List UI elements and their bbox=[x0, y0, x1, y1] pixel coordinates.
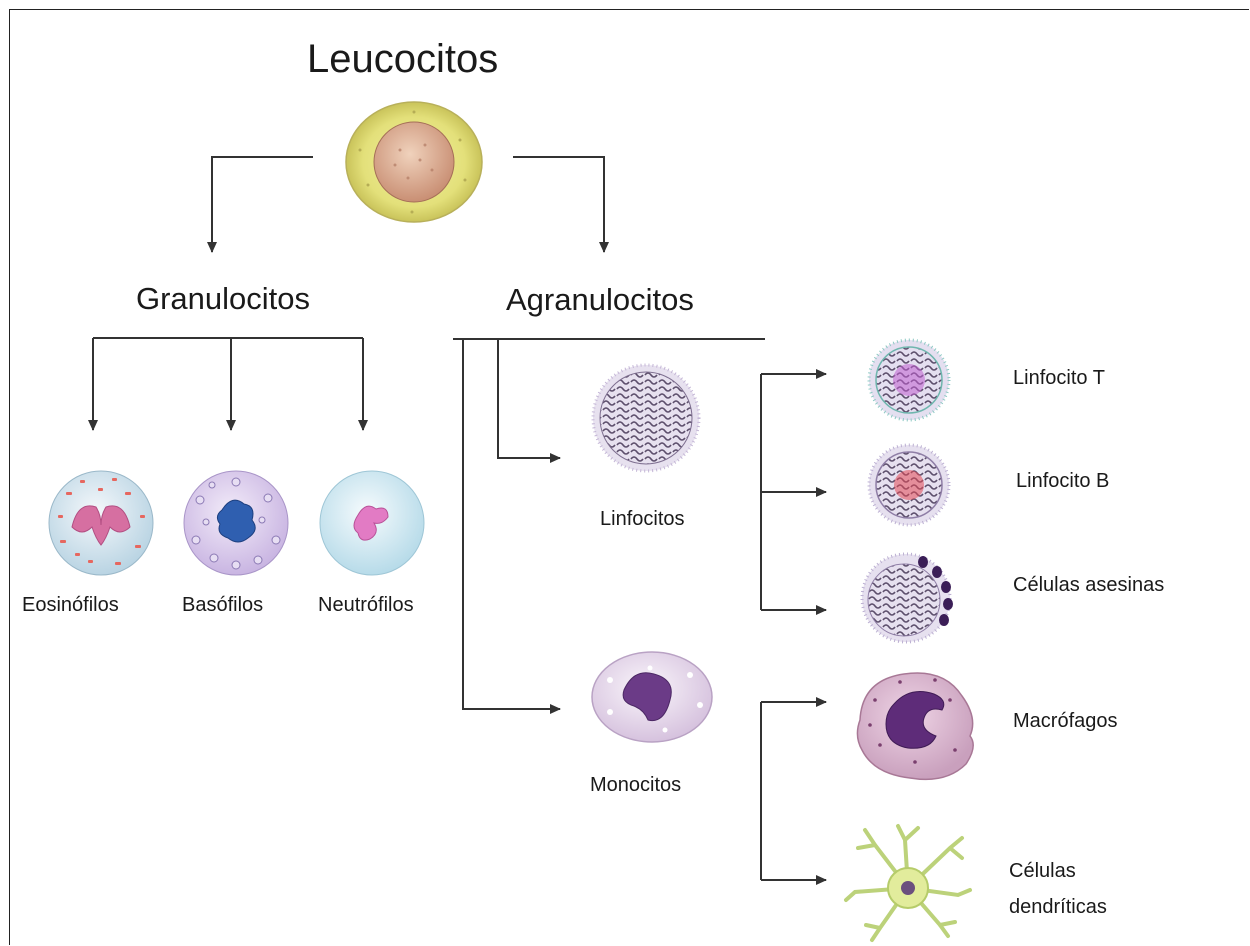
arrow-to-linfocitos bbox=[498, 339, 560, 458]
granulocitos-label: Granulocitos bbox=[136, 281, 310, 317]
monocitos-label: Monocitos bbox=[590, 774, 681, 797]
basophil-cell-image bbox=[184, 471, 288, 575]
eosinophil-cell-image bbox=[49, 471, 153, 575]
arrow-to-agranulocitos bbox=[513, 157, 604, 252]
agranulocitos-label: Agranulocitos bbox=[506, 282, 694, 318]
linfocitos-label: Linfocitos bbox=[600, 508, 685, 531]
linfocito-t-label: Linfocito T bbox=[1013, 364, 1105, 392]
arrow-to-monocitos bbox=[463, 339, 560, 709]
neutrophil-cell-image bbox=[320, 471, 424, 575]
monocyte-cell-image bbox=[592, 652, 712, 742]
macrophage-cell-image bbox=[857, 673, 973, 779]
arrow-to-granulocitos bbox=[212, 157, 313, 252]
lymphocyte-cell-image bbox=[593, 365, 699, 471]
macrofagos-label: Macrófagos bbox=[1013, 707, 1118, 735]
linfocito-b-label: Linfocito B bbox=[1016, 467, 1109, 495]
leukocyte-cell-image bbox=[346, 102, 482, 222]
neutrofilos-label: Neutrófilos bbox=[318, 594, 414, 617]
diagram-title: Leucocitos bbox=[307, 37, 498, 82]
dendritic-cell-image bbox=[846, 826, 970, 940]
celulas-dendriticas-label-line1: Células bbox=[1009, 857, 1076, 885]
natural-killer-cell-image bbox=[862, 554, 953, 642]
eosinofilos-label: Eosinófilos bbox=[22, 594, 119, 617]
celulas-asesinas-label: Células asesinas bbox=[1013, 571, 1164, 599]
celulas-dendriticas-label-line2: dendríticas bbox=[1009, 893, 1107, 921]
t-lymphocyte-cell-image bbox=[869, 340, 949, 420]
basofilos-label: Basófilos bbox=[182, 594, 263, 617]
b-lymphocyte-cell-image bbox=[869, 445, 949, 525]
